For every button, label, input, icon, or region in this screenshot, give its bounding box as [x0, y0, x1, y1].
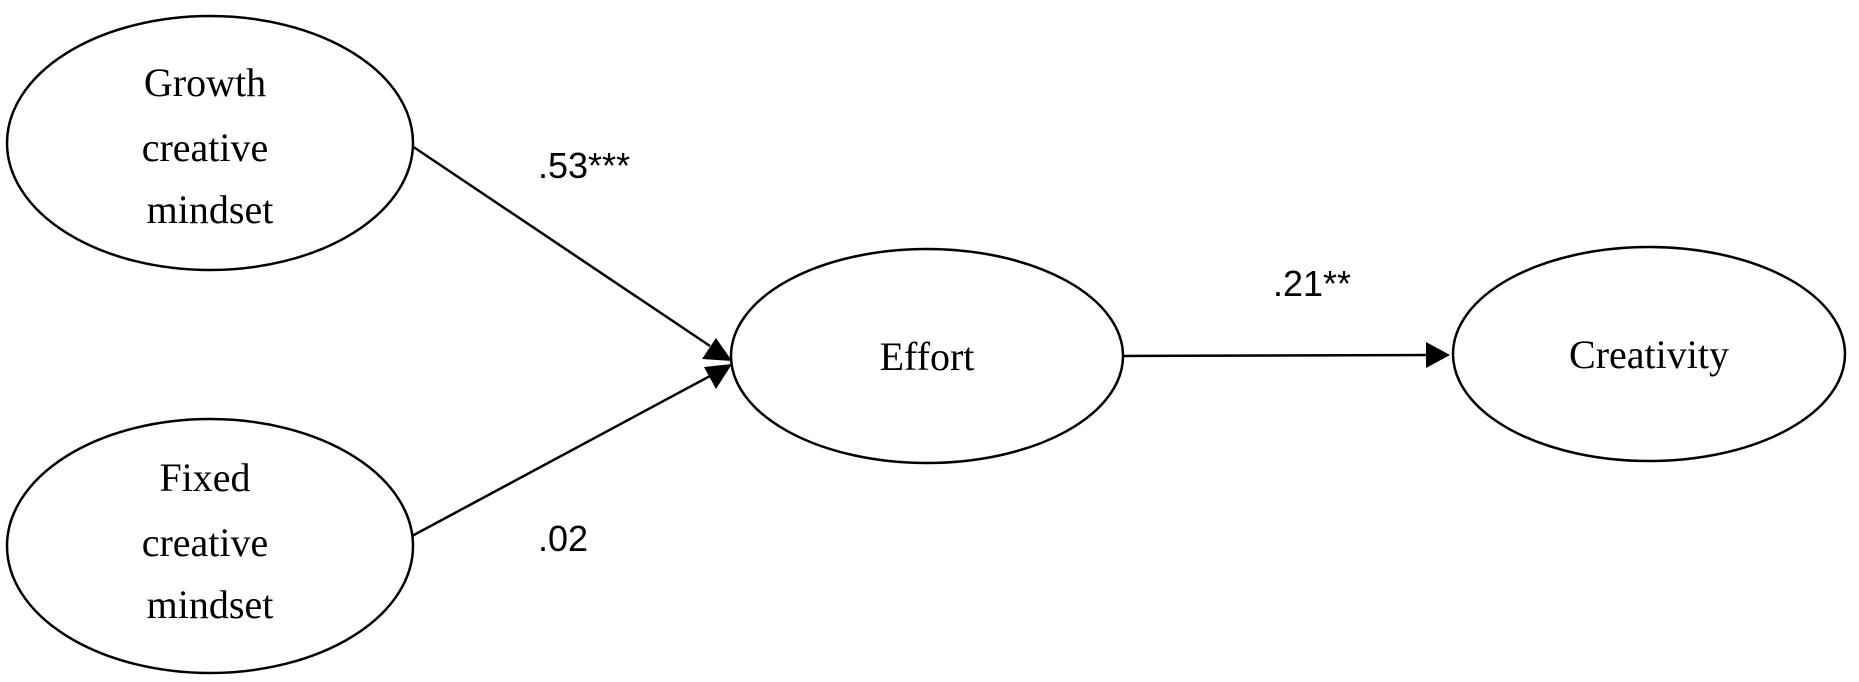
edge-line-fixed-effort [411, 374, 711, 538]
fixed-label-line-3: mindset [147, 582, 274, 627]
svg-text:Growth creative mi: Growth creative mindset [142, 60, 279, 232]
edge-effort-to-creativity [1121, 342, 1450, 368]
fixed-label-line-2: creative [142, 520, 269, 565]
node-effort: Effort [729, 247, 1125, 465]
edge-growth-to-effort [411, 144, 732, 361]
growth-label-line-3: mindset [147, 187, 274, 232]
ellipse-growth [5, 14, 415, 272]
ellipse-effort [729, 247, 1125, 465]
svg-text:Fixed creative min: Fixed creative mindset [142, 455, 279, 627]
arrow-head-growth-effort [702, 338, 732, 361]
ellipse-fixed [5, 417, 415, 675]
coefficient-effort-creativity: .21** [1273, 263, 1351, 304]
creativity-label: Creativity [1569, 332, 1729, 377]
coefficient-growth-effort: .53*** [538, 145, 630, 186]
growth-label-line-2: creative [142, 125, 269, 170]
growth-label-line-1: Growth [144, 60, 266, 105]
coefficient-fixed-effort: .02 [538, 518, 588, 559]
node-fixed-creative-mindset: Fixed creative mindset [5, 417, 415, 675]
edge-line-growth-effort [411, 144, 711, 348]
edge-fixed-to-effort [411, 364, 732, 538]
arrow-head-effort-creativity [1426, 342, 1450, 368]
node-creativity: Creativity [1451, 245, 1847, 463]
effort-label: Effort [880, 334, 975, 379]
arrow-head-fixed-effort [704, 364, 732, 389]
node-growth-creative-mindset: Growth creative mindset [5, 14, 415, 272]
ellipse-creativity [1451, 245, 1847, 463]
edge-line-effort-creativity [1121, 353, 1429, 358]
fixed-label-line-1: Fixed [159, 455, 250, 500]
